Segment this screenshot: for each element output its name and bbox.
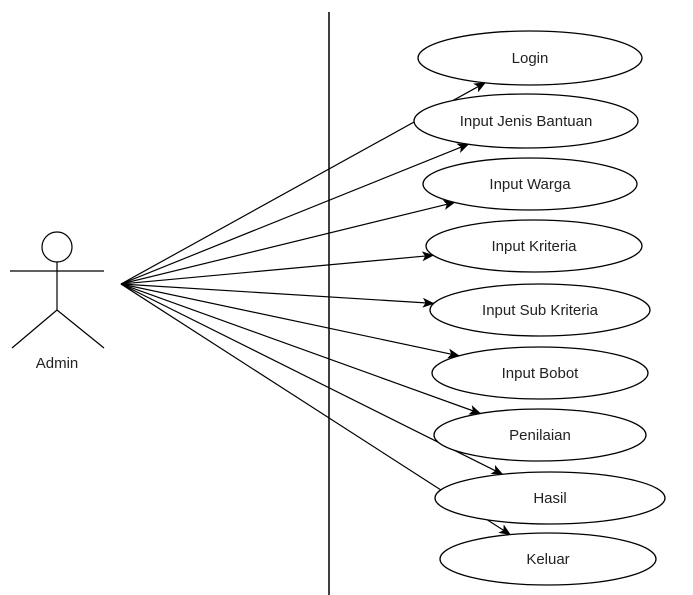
use-case-label: Login xyxy=(512,50,549,67)
use-case-input-warga[interactable]: Input Warga xyxy=(422,157,638,211)
use-case-ellipse xyxy=(422,157,638,211)
use-case-ellipse xyxy=(439,532,657,586)
association-input-sub-kriteria xyxy=(120,283,435,308)
actor-label: Admin xyxy=(36,355,79,372)
use-case-label: Hasil xyxy=(533,490,566,507)
association-penilaian xyxy=(120,283,482,415)
use-case-input-jenis-bantuan[interactable]: Input Jenis Bantuan xyxy=(413,93,639,149)
use-case-penilaian[interactable]: Penilaian xyxy=(433,408,647,462)
use-case-ellipse xyxy=(431,346,649,400)
use-case-ellipse xyxy=(429,283,651,337)
association-input-warga xyxy=(120,200,456,285)
actor-right-leg xyxy=(56,309,105,349)
use-case-input-bobot[interactable]: Input Bobot xyxy=(431,346,649,400)
use-case-label: Input Warga xyxy=(489,176,571,193)
use-case-input-sub-kriteria[interactable]: Input Sub Kriteria xyxy=(429,283,651,337)
actor-head xyxy=(41,231,73,263)
use-case-keluar[interactable]: Keluar xyxy=(439,532,657,586)
use-case-ellipse xyxy=(434,471,666,525)
use-case-ellipse xyxy=(433,408,647,462)
use-case-ellipse xyxy=(413,93,639,149)
actor-left-leg xyxy=(11,309,58,349)
use-case-label: Input Sub Kriteria xyxy=(482,302,599,319)
use-case-label: Penilaian xyxy=(509,427,571,444)
use-case-label: Input Bobot xyxy=(502,365,580,382)
use-case-input-kriteria[interactable]: Input Kriteria xyxy=(425,219,643,273)
use-case-label: Input Kriteria xyxy=(491,238,577,255)
association-input-kriteria xyxy=(120,251,435,285)
use-case-ellipse xyxy=(417,30,643,86)
association-input-jenis-bantuan xyxy=(120,143,470,285)
association-input-bobot xyxy=(120,283,460,359)
use-case-login[interactable]: Login xyxy=(417,30,643,86)
use-case-label: Input Jenis Bantuan xyxy=(460,113,593,130)
actor-admin[interactable]: Admin xyxy=(10,231,105,372)
use-case-ellipse xyxy=(425,219,643,273)
use-case-label: Keluar xyxy=(526,551,569,568)
use-case-hasil[interactable]: Hasil xyxy=(434,471,666,525)
